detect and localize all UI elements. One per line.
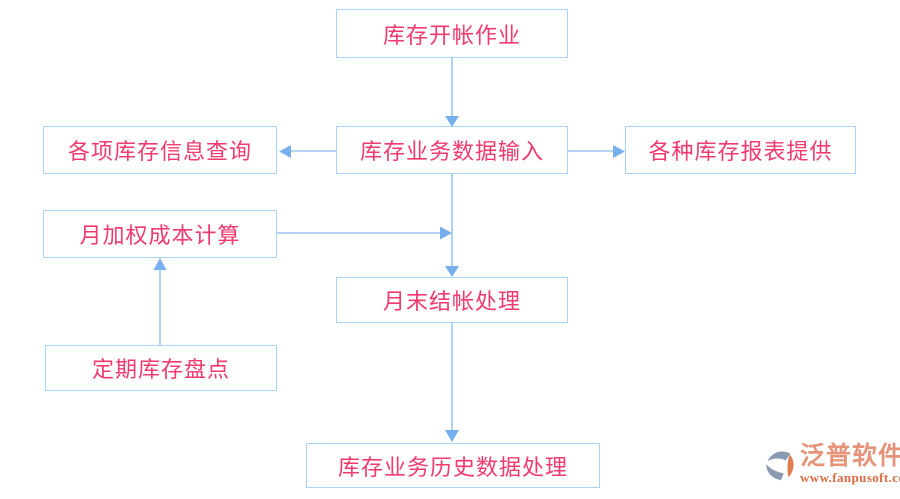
flow-node-inventory-opening: 库存开帐作业 xyxy=(336,9,568,58)
brand-name: 泛普软件 xyxy=(800,443,900,470)
flow-node-month-end-closing: 月末结帐处理 xyxy=(336,277,568,323)
fanpu-logo-icon xyxy=(760,446,798,489)
brand-watermark: 泛普软件 www.fanpusoft.com xyxy=(760,444,900,489)
flow-node-inventory-info-query: 各项库存信息查询 xyxy=(43,126,277,174)
flow-node-business-data-input: 库存业务数据输入 xyxy=(336,126,568,174)
brand-url: www.fanpusoft.com xyxy=(800,470,900,485)
flow-node-history-data-processing: 库存业务历史数据处理 xyxy=(306,443,600,488)
flow-node-periodic-stocktaking: 定期库存盘点 xyxy=(45,345,277,391)
flow-node-monthly-weighted-cost: 月加权成本计算 xyxy=(43,210,277,258)
flow-node-inventory-reports: 各种库存报表提供 xyxy=(625,126,856,174)
